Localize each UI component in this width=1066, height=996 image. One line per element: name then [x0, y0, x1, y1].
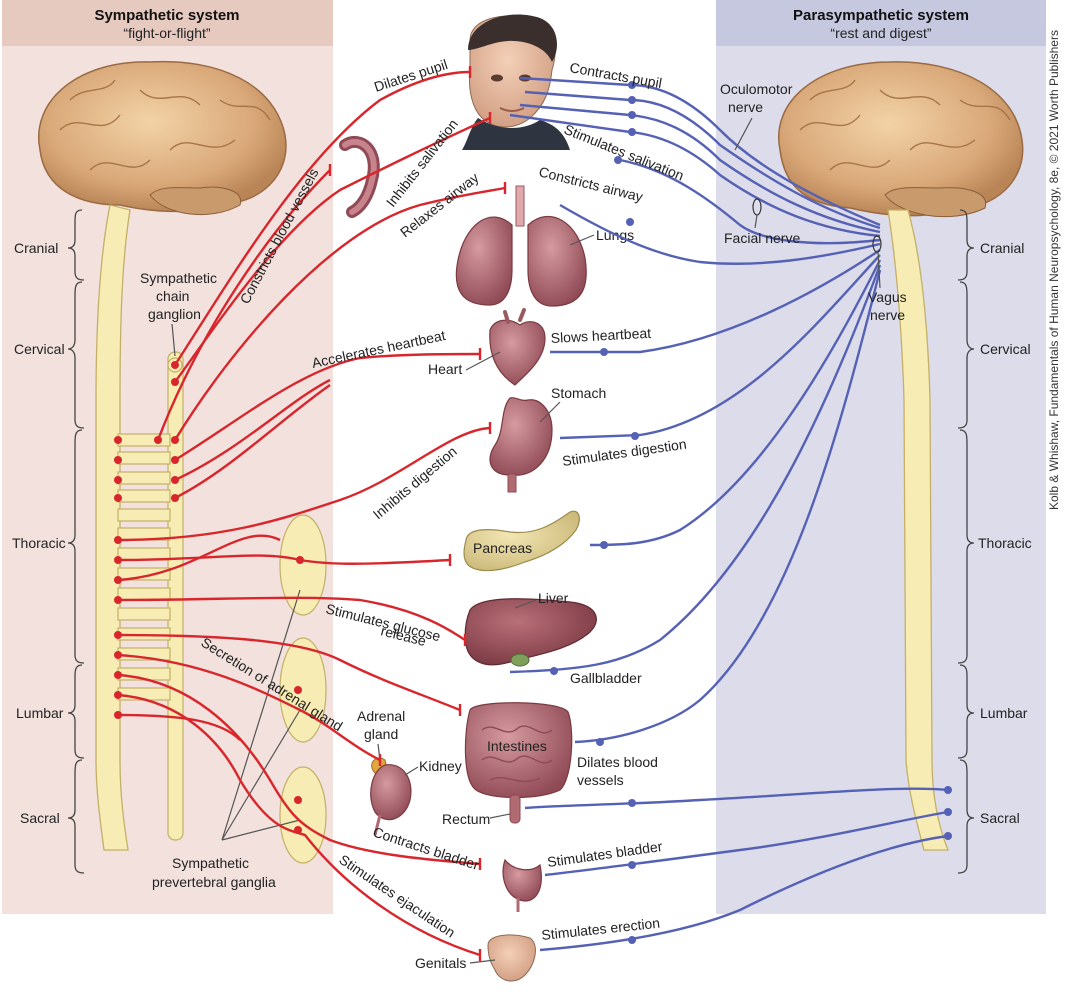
- sympathetic-subtitle: “fight-or-flight”: [123, 25, 210, 41]
- chain-ganglion-label-2: chain: [156, 288, 189, 304]
- chain-ganglion-label-3: ganglion: [148, 306, 201, 322]
- heart-leader: [465, 351, 501, 371]
- label-stimulates-digestion: Stimulates digestion: [561, 436, 687, 469]
- liver-leader: [514, 599, 537, 609]
- label-constricts-airway: Constricts airway: [537, 163, 644, 204]
- facial-nerve-label: Facial nerve: [724, 230, 800, 246]
- genitals-illustration: [487, 934, 536, 982]
- right-spinal-cord: [887, 209, 949, 851]
- left-region-braces: [67, 209, 85, 874]
- vagus-label-1: Vagus: [868, 289, 907, 305]
- label-stimulates-bladder: Stimulates bladder: [546, 838, 663, 870]
- stomach-label: Stomach: [551, 385, 606, 401]
- chain-ganglion-leader: [171, 323, 176, 357]
- right-region-cervical: Cervical: [980, 341, 1031, 357]
- left-spinal-cord: [95, 204, 131, 851]
- label-stimulates-ejaculation: Stimulates ejaculation: [336, 851, 458, 940]
- left-region-thoracic: Thoracic: [12, 535, 66, 551]
- prevertebral-label-2: prevertebral ganglia: [152, 874, 276, 890]
- adrenal-label-2: gland: [364, 726, 398, 742]
- genitals-leader: [469, 959, 496, 964]
- prevertebral-ganglion-celiac: [279, 514, 327, 616]
- right-region-sacral: Sacral: [980, 810, 1020, 826]
- prevertebral-leaders: [221, 589, 301, 841]
- pancreas-label: Pancreas: [473, 540, 532, 556]
- sympathetic-synapse-dots: [114, 361, 304, 834]
- prevertebral-ganglion-superior-mesenteric: [279, 637, 327, 743]
- right-region-braces: [957, 209, 975, 874]
- label-dilates-blood: Dilates blood: [577, 754, 658, 770]
- liver-illustration: [464, 598, 597, 667]
- right-region-cranial: Cranial: [980, 240, 1024, 256]
- heart-illustration: [489, 308, 546, 386]
- parasympathetic-synapse-dots: [550, 81, 952, 944]
- label-stimulates-erection: Stimulates erection: [541, 915, 661, 943]
- vagus-leader: [877, 251, 881, 289]
- rectum-label: Rectum: [442, 811, 490, 827]
- left-region-sacral: Sacral: [20, 810, 60, 826]
- prevertebral-label-1: Sympathetic: [172, 855, 249, 871]
- blood-vessel-illustration: [339, 135, 380, 218]
- sympathetic-terminals: [328, 66, 507, 961]
- stomach-leader: [539, 401, 561, 423]
- intestines-illustration: [464, 702, 573, 824]
- facial-nerve-leader: [754, 214, 758, 229]
- lungs-leader: [569, 234, 595, 246]
- pancreas-illustration: [463, 510, 580, 572]
- vagus-label-2: nerve: [870, 307, 905, 323]
- label-slows-heartbeat: Slows heartbeat: [550, 325, 651, 346]
- chain-ganglion-label-1: Sympathetic: [140, 270, 217, 286]
- left-region-cranial: Cranial: [14, 240, 58, 256]
- sympathetic-header-bar: [2, 0, 333, 46]
- parasympathetic-title: Parasympathetic system: [793, 7, 969, 24]
- credit-text: Kolb & Whishaw, Fundamentals of Human Ne…: [1047, 30, 1061, 510]
- kidney-label: Kidney: [419, 758, 462, 774]
- label-contracts-pupil: Contracts pupil: [568, 59, 663, 91]
- right-region-thoracic: Thoracic: [978, 535, 1032, 551]
- label-vessels: vessels: [577, 772, 624, 788]
- adrenal-label-1: Adrenal: [357, 708, 405, 724]
- rectum-leader: [489, 813, 511, 819]
- face-illustration: [462, 14, 570, 150]
- right-region-lumbar: Lumbar: [980, 705, 1028, 721]
- parasympathetic-subtitle: “rest and digest”: [830, 25, 931, 41]
- stomach-illustration: [489, 396, 553, 493]
- bladder-illustration: [502, 858, 542, 912]
- liver-label: Liver: [538, 590, 569, 606]
- sympathetic-pathways: [117, 70, 506, 957]
- oculomotor-label-1: Oculomotor: [720, 81, 793, 97]
- intestines-label: Intestines: [487, 738, 547, 754]
- oculomotor-label-2: nerve: [728, 99, 763, 115]
- label-inhibits-digestion: Inhibits digestion: [370, 443, 460, 522]
- oculomotor-leader: [734, 117, 753, 151]
- left-brain: [38, 60, 287, 216]
- parasympathetic-header-bar: [716, 0, 1046, 46]
- gallbladder-label: Gallbladder: [570, 670, 642, 686]
- lungs-illustration: [455, 185, 587, 307]
- label-contracts-bladder: Contracts bladder: [371, 824, 481, 873]
- heart-label: Heart: [428, 361, 462, 377]
- kidney-leader: [404, 766, 419, 776]
- adrenal-kidney-illustration: [370, 757, 412, 836]
- prevertebral-ganglion-inferior-mesenteric: [279, 766, 327, 864]
- parasympathetic-pathways: [509, 76, 949, 952]
- left-region-lumbar: Lumbar: [16, 705, 64, 721]
- genitals-label: Genitals: [415, 955, 466, 971]
- right-brain: [778, 61, 1024, 218]
- left-region-cervical: Cervical: [14, 341, 65, 357]
- sympathetic-title: Sympathetic system: [94, 7, 239, 24]
